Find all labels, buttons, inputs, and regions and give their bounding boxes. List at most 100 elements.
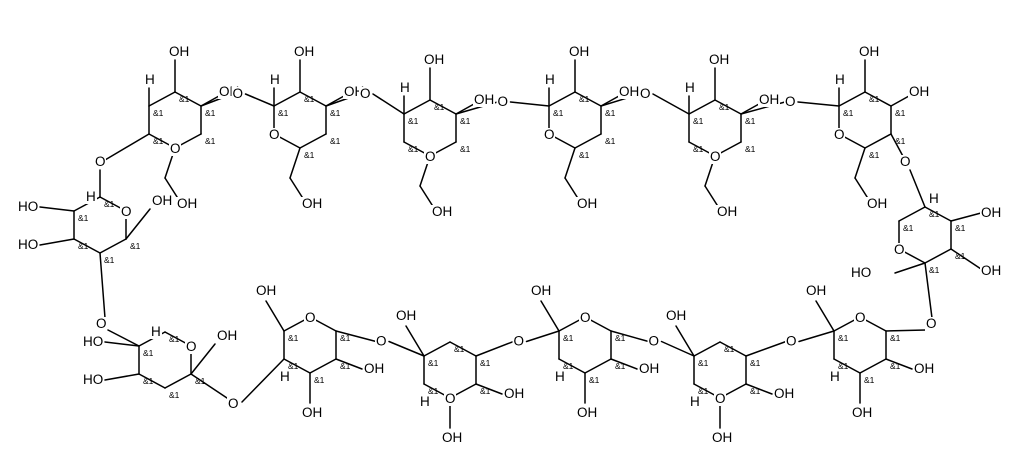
stereo-label: &1	[724, 344, 735, 354]
stereo-label: &1	[615, 361, 626, 371]
hydrogen-label: H	[270, 72, 280, 87]
label-knockout	[268, 128, 280, 142]
hydroxyl-label: OH	[504, 386, 524, 401]
ring-bond	[924, 248, 952, 264]
label-knockout	[833, 128, 845, 142]
hydroxyl-label: OH	[442, 430, 462, 445]
label-knockout	[168, 45, 190, 59]
stereo-label: &1	[605, 108, 616, 118]
label-knockout	[17, 200, 39, 214]
hydroxyl-label: OH	[294, 44, 314, 59]
ring-bond	[99, 238, 127, 254]
label-knockout	[980, 264, 1002, 278]
glycosidic-bond	[924, 262, 933, 319]
label-knockout	[758, 93, 780, 107]
ch2oh-bond	[419, 185, 435, 209]
stereo-label: &1	[169, 390, 180, 400]
label-knockout	[647, 334, 660, 349]
hydroxyl-bond	[740, 103, 760, 115]
label-knockout	[618, 85, 640, 99]
hydroxyl-label: OH	[531, 283, 551, 298]
hydroxyl-label: OH	[709, 52, 729, 67]
glycosidic-bond	[509, 101, 550, 107]
stereo-label: &1	[205, 136, 216, 146]
glycosidic-bond	[660, 340, 695, 357]
ring-oxygen-label: O	[445, 391, 456, 406]
label-knockout	[928, 192, 940, 206]
label-knockout	[473, 93, 495, 107]
stereo-label: &1	[589, 375, 600, 385]
hydrogen-label: H	[420, 394, 430, 409]
hydroxyl-label: OH	[302, 196, 322, 211]
stereo-label: &1	[330, 108, 341, 118]
stereo-label: &1	[745, 144, 756, 154]
stereo-label: &1	[143, 348, 154, 358]
stereo-label: &1	[153, 136, 164, 146]
ch2oh-bond	[564, 177, 580, 201]
ring-oxygen-label: O	[710, 149, 721, 164]
ring-bond	[309, 358, 337, 374]
ring-bond	[174, 91, 202, 107]
label-knockout	[301, 197, 323, 211]
glycosidic-bond	[244, 93, 275, 107]
hydrogen-label: H	[400, 80, 410, 95]
stereo-label: &1	[330, 136, 341, 146]
label-knockout	[444, 392, 456, 406]
label-knockout	[304, 311, 316, 325]
glycosidic-bond	[107, 329, 140, 347]
stereo-label: &1	[579, 150, 590, 160]
label-knockout	[684, 81, 696, 95]
hydroxyl-label: HO	[83, 334, 103, 349]
stereo-label: &1	[929, 265, 940, 275]
stereo-label: &1	[104, 255, 115, 265]
stereo-label: &1	[314, 375, 325, 385]
glycosidic-oxygen-label: O	[376, 334, 387, 349]
stereo-label: &1	[579, 94, 590, 104]
ring-oxygen-label: O	[544, 127, 555, 142]
glycosidic-bond	[797, 101, 840, 107]
stereo-label: &1	[480, 386, 491, 396]
stereo-label: &1	[693, 116, 704, 126]
label-knockout	[716, 205, 738, 219]
hydroxyl-label: OH	[424, 52, 444, 67]
stereo-label: &1	[563, 333, 574, 343]
hydrogen-label: H	[830, 369, 840, 384]
ring-bond	[449, 341, 477, 357]
hydroxyl-bond	[39, 238, 75, 246]
hydroxyl-label: OH	[569, 44, 589, 59]
ring-bond	[73, 238, 101, 254]
label-knockout	[785, 334, 797, 349]
hydroxyl-bond	[745, 383, 773, 395]
glycosidic-oxygen-label: O	[786, 334, 797, 349]
glycosidic-oxygen-label: O	[95, 154, 106, 169]
ch2oh-bond	[854, 177, 870, 201]
hydroxyl-label: OH	[981, 205, 1001, 220]
hydroxyl-label: OH	[619, 84, 639, 99]
label-knockout	[711, 431, 733, 445]
stereo-label: &1	[169, 334, 180, 344]
label-knockout	[423, 53, 445, 67]
label-knockout	[784, 95, 796, 109]
ring-bond	[283, 358, 311, 374]
hydroxyl-label: OH	[981, 263, 1001, 278]
hydroxyl-bond	[39, 206, 75, 212]
glycosidic-oxygen-label: O	[900, 154, 911, 169]
label-knockout	[120, 205, 132, 219]
hydroxyl-label: OH	[152, 193, 172, 208]
stereo-label: &1	[288, 333, 299, 343]
hydrogen-label: H	[690, 394, 700, 409]
stereo-label: &1	[869, 150, 880, 160]
ring-bond	[693, 341, 721, 357]
stereo-label: &1	[843, 108, 854, 118]
glycosidic-oxygen-label: O	[360, 86, 371, 101]
stereo-label: &1	[955, 251, 966, 261]
label-knockout	[431, 205, 453, 219]
glycosidic-bond	[885, 329, 927, 332]
label-knockout	[850, 266, 872, 280]
ring-bond	[864, 133, 892, 149]
stereo-label: &1	[698, 386, 709, 396]
ring-oxygen-label: O	[269, 127, 280, 142]
label-knockout	[395, 309, 417, 323]
stereo-label: &1	[278, 108, 289, 118]
